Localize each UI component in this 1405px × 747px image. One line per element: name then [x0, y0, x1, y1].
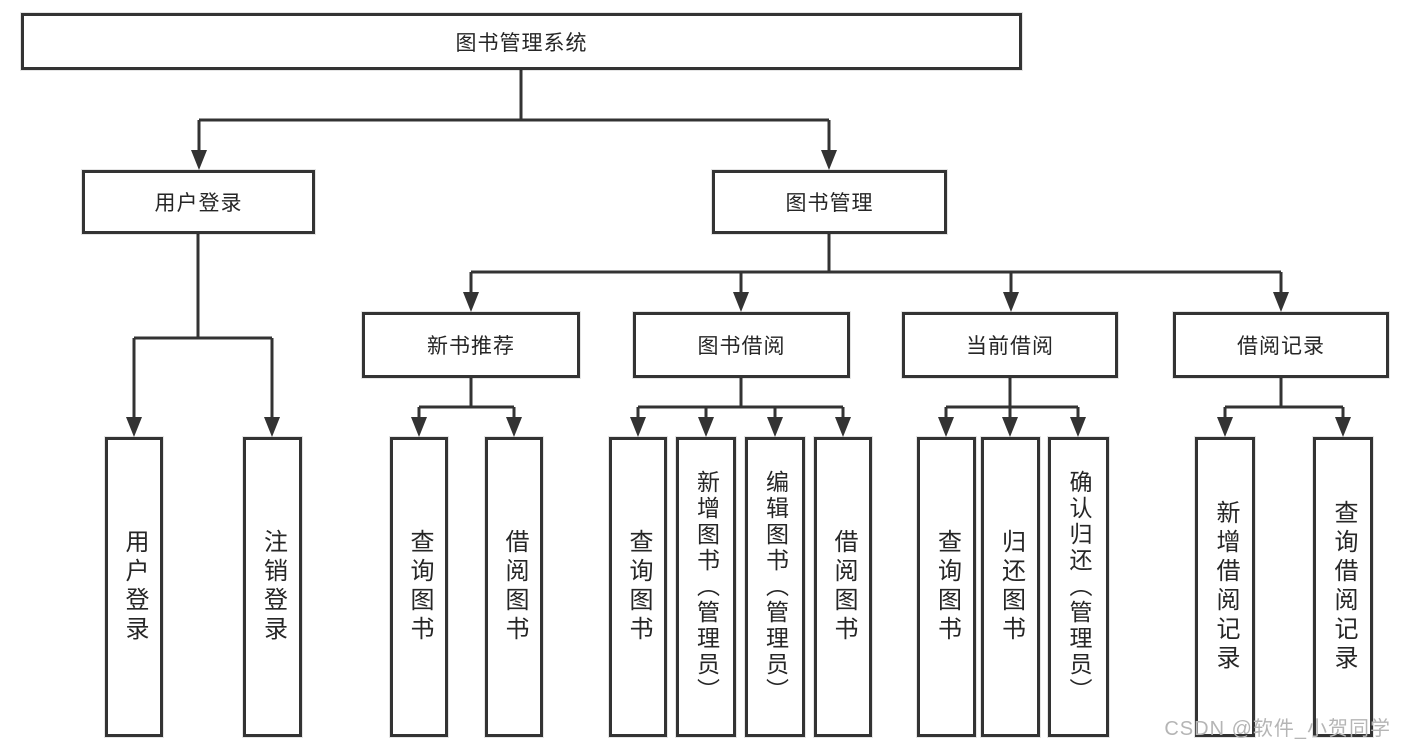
leaf-add-borrow-record-label: 新增借阅记录: [1212, 500, 1239, 674]
leaf-borrow-borrow-books-label: 借阅图书: [830, 529, 857, 645]
node-current-borrow: 当前借阅: [902, 312, 1118, 378]
leaf-borrow-query-books-label: 查询图书: [625, 529, 652, 645]
leaf-user-login: 用户登录: [105, 437, 163, 737]
connector-root: [197, 70, 831, 152]
node-user-login: 用户登录: [82, 170, 315, 234]
leaf-add-books-admin-label: 新增图书（管理员）: [693, 470, 720, 704]
node-book-borrow: 图书借阅: [633, 312, 850, 378]
leaf-edit-books-admin-label: 编辑图书（管理员）: [762, 470, 789, 704]
leaf-current-query-books: 查询图书: [917, 437, 976, 737]
leaf-add-borrow-record: 新增借阅记录: [1195, 437, 1255, 737]
leaf-newbooks-query-books-label: 查询图书: [406, 529, 433, 645]
node-new-books: 新书推荐: [362, 312, 580, 378]
connector-book-borrow: [636, 378, 845, 419]
leaf-newbooks-borrow-books: 借阅图书: [485, 437, 543, 737]
leaf-newbooks-query-books: 查询图书: [390, 437, 448, 737]
connector-new-books: [417, 378, 516, 419]
leaf-query-borrow-record: 查询借阅记录: [1313, 437, 1373, 737]
leaf-newbooks-borrow-books-label: 借阅图书: [501, 529, 528, 645]
node-borrow-records: 借阅记录: [1173, 312, 1389, 378]
leaf-logout-label: 注销登录: [259, 529, 287, 645]
leaf-logout: 注销登录: [243, 437, 302, 737]
leaf-add-books-admin: 新增图书（管理员）: [676, 437, 736, 737]
leaf-user-login-label: 用户登录: [121, 529, 148, 645]
node-book-mgmt: 图书管理: [712, 170, 947, 234]
connector-user-login: [132, 234, 274, 419]
leaf-confirm-return-admin-label: 确认归还（管理员）: [1066, 470, 1092, 704]
leaf-confirm-return-admin: 确认归还（管理员）: [1048, 437, 1109, 737]
leaf-return-books: 归还图书: [981, 437, 1040, 737]
connector-current-borrow: [944, 378, 1080, 419]
leaf-borrow-query-books: 查询图书: [609, 437, 667, 737]
leaf-borrow-borrow-books: 借阅图书: [814, 437, 872, 737]
connector-book-mgmt: [469, 234, 1283, 294]
arrowheads: [126, 150, 1351, 437]
connector-borrow-records: [1223, 378, 1345, 419]
leaf-edit-books-admin: 编辑图书（管理员）: [745, 437, 805, 737]
leaf-query-borrow-record-label: 查询借阅记录: [1330, 500, 1357, 674]
leaf-current-query-books-label: 查询图书: [933, 529, 961, 645]
node-root: 图书管理系统: [21, 13, 1022, 70]
leaf-return-books-label: 归还图书: [997, 529, 1025, 645]
